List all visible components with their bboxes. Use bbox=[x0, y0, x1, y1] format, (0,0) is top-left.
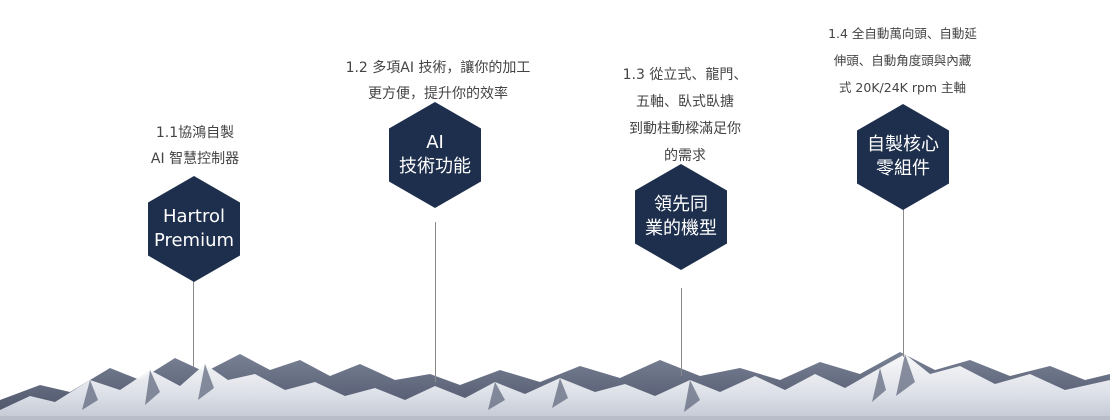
milestone-2-description: 1.2 多項AI 技術，讓你的加工 更方便，提升你的效率 bbox=[345, 60, 531, 102]
timeline-pole-3 bbox=[681, 288, 682, 376]
milestone-1-description: 1.1協鴻自製 AI 智慧控制器 bbox=[150, 125, 240, 167]
milestone-3-hexagon: 領先同 業的機型 bbox=[635, 164, 727, 270]
milestone-3-description: 1.3 從立式、龍門、 五軸、臥式臥搪 到動柱動樑滿足你 的需求 bbox=[622, 67, 748, 164]
milestone-4-hexagon: 自製核心 零組件 bbox=[857, 104, 949, 210]
milestone-3-hex-label: 領先同 業的機型 bbox=[645, 194, 717, 239]
milestone-4-description: 1.4 全自動萬向頭、自動延 伸頭、自動角度頭與內藏 式 20K/24K rpm… bbox=[828, 26, 977, 95]
mountain-range-image bbox=[0, 352, 1110, 420]
milestone-2-hexagon: AI 技術功能 bbox=[389, 102, 481, 208]
milestone-4-hex-label: 自製核心 零組件 bbox=[867, 134, 939, 179]
timeline-pole-1 bbox=[193, 272, 194, 367]
timeline-pole-4 bbox=[903, 205, 904, 357]
milestone-1-hexagon: Hartrol Premium bbox=[148, 176, 240, 282]
milestone-1-hex-label: Hartrol Premium bbox=[153, 206, 235, 251]
milestone-2-hex-label: AI 技術功能 bbox=[399, 132, 471, 177]
timeline-pole-2 bbox=[435, 222, 436, 382]
